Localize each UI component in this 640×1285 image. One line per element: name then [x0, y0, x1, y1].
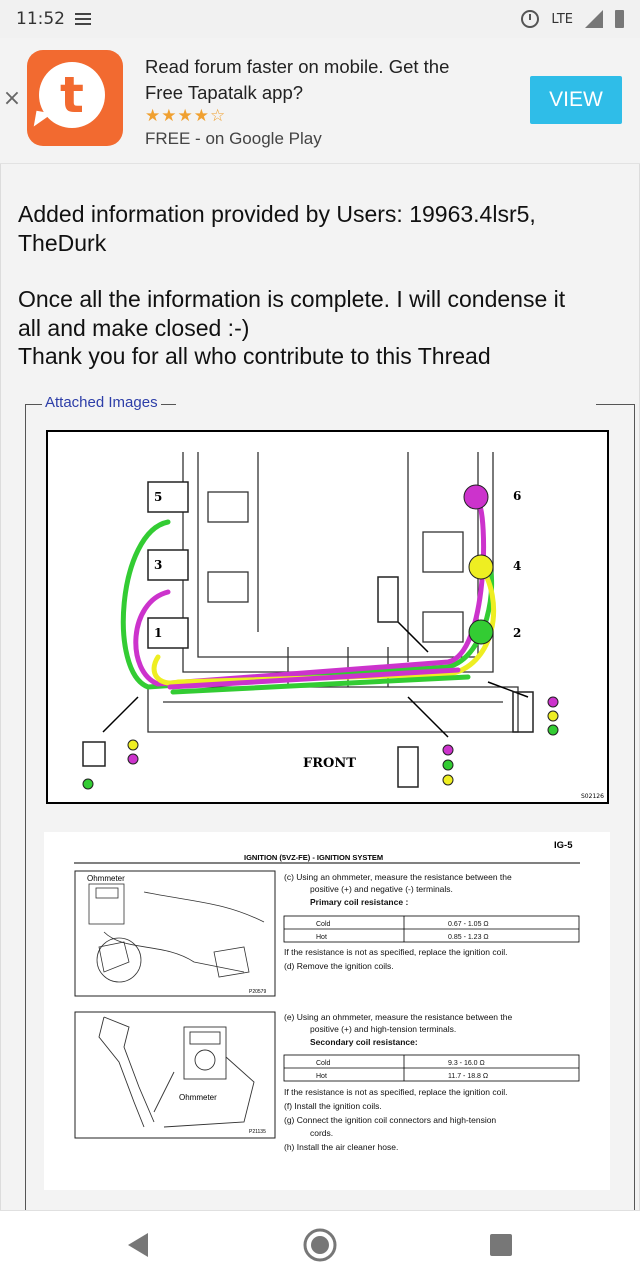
manual-text: (g) Connect the ignition coil connectors… — [284, 1115, 496, 1125]
manual-text: (d) Remove the ignition coils. — [284, 961, 394, 971]
status-bar: 11:52 LTE — [0, 0, 640, 38]
tapatalk-logo-icon: t — [27, 50, 123, 146]
alarm-icon — [521, 10, 540, 28]
post-line: Once all the information is complete. I … — [18, 286, 566, 312]
view-button[interactable]: VIEW — [530, 76, 622, 124]
banner-line1: Read forum faster on mobile. Get the — [145, 56, 450, 77]
network-type: LTE — [551, 11, 573, 27]
manual-text: (f) Install the ignition coils. — [284, 1101, 382, 1111]
diagram-code: S02126 — [581, 793, 604, 800]
coil-number: 5 — [154, 490, 162, 504]
manual-text: (h) Install the air cleaner hose. — [284, 1142, 398, 1152]
banner-line2: Free Tapatalk app? — [145, 82, 304, 103]
front-label: FRONT — [303, 756, 356, 771]
page-id: IG-5 — [554, 840, 573, 851]
post-line: Added information provided by Users: 199… — [18, 201, 536, 227]
coil-number: 4 — [513, 559, 521, 573]
table-cell: 11.7 - 18.8 Ω — [448, 1073, 488, 1080]
manual-text: cords. — [310, 1128, 333, 1138]
manual-text: (e) Using an ohmmeter, measure the resis… — [284, 1012, 512, 1022]
battery-icon — [615, 10, 624, 28]
status-time: 11:52 — [16, 9, 65, 29]
table-cell: Hot — [316, 1073, 327, 1080]
store-label: FREE - on Google Play — [145, 129, 322, 148]
post-line: Thank you for all who contribute to this… — [18, 343, 491, 369]
manual-text: If the resistance is not as specified, r… — [284, 947, 507, 957]
wiring-diagram: 5 3 1 6 4 2 — [82, 452, 604, 800]
manual-text: positive (+) and high-tension terminals. — [310, 1024, 456, 1034]
table-cell: 0.85 - 1.23 Ω — [448, 934, 489, 941]
attached-images-label[interactable]: Attached Images — [42, 394, 161, 411]
recents-icon[interactable] — [490, 1234, 512, 1256]
table-cell: 0.67 - 1.05 Ω — [448, 921, 489, 928]
table-cell: 9.3 - 16.0 Ω — [448, 1060, 485, 1067]
manual-text: If the resistance is not as specified, r… — [284, 1087, 507, 1097]
coil-number: 2 — [513, 626, 521, 640]
back-icon[interactable] — [128, 1233, 148, 1257]
close-icon[interactable]: × — [2, 86, 22, 111]
table-cell: Cold — [316, 1060, 331, 1067]
app-promo-banner: × t Read forum faster on mobile. Get the… — [0, 38, 640, 164]
manual-page: IG-5 IGNITION (5VZ-FE) - IGNITION SYSTEM… — [74, 840, 580, 1152]
coil-number: 3 — [154, 558, 162, 572]
banner-text: Read forum faster on mobile. Get the Fre… — [145, 54, 505, 152]
post-body: Added information provided by Users: 199… — [18, 200, 618, 399]
home-icon[interactable] — [303, 1228, 337, 1262]
primary-title: Primary coil resistance : — [310, 897, 408, 907]
logo-letter: t — [39, 62, 105, 128]
coil-number: 1 — [154, 626, 162, 640]
post-line: TheDurk — [18, 229, 107, 256]
attached-image-wiring-diagram[interactable]: 5 3 1 6 4 2 — [46, 430, 609, 804]
signal-icon — [585, 10, 603, 28]
manual-text: positive (+) and negative (-) terminals. — [310, 884, 453, 894]
post-line: all and make closed :-) — [18, 314, 250, 341]
table-cell: Cold — [316, 921, 331, 928]
figure-label: Ohmmeter — [179, 1093, 217, 1102]
figure-label: Ohmmeter — [87, 874, 125, 883]
manual-header: IGNITION (5VZ-FE) - IGNITION SYSTEM — [244, 853, 383, 862]
figure-code: P20579 — [249, 989, 266, 995]
notification-icon — [75, 13, 91, 25]
system-nav-bar — [0, 1210, 640, 1280]
figure-code: P21135 — [249, 1129, 266, 1135]
attached-images-box: Attached Images — [25, 394, 635, 1224]
coil-number: 6 — [513, 489, 521, 503]
table-cell: Hot — [316, 934, 327, 941]
attached-image-manual-page[interactable]: IG-5 IGNITION (5VZ-FE) - IGNITION SYSTEM… — [44, 832, 610, 1190]
manual-text: (c) Using an ohmmeter, measure the resis… — [284, 872, 512, 882]
rating-stars: ★★★★☆ — [145, 106, 227, 125]
secondary-title: Secondary coil resistance: — [310, 1037, 418, 1047]
